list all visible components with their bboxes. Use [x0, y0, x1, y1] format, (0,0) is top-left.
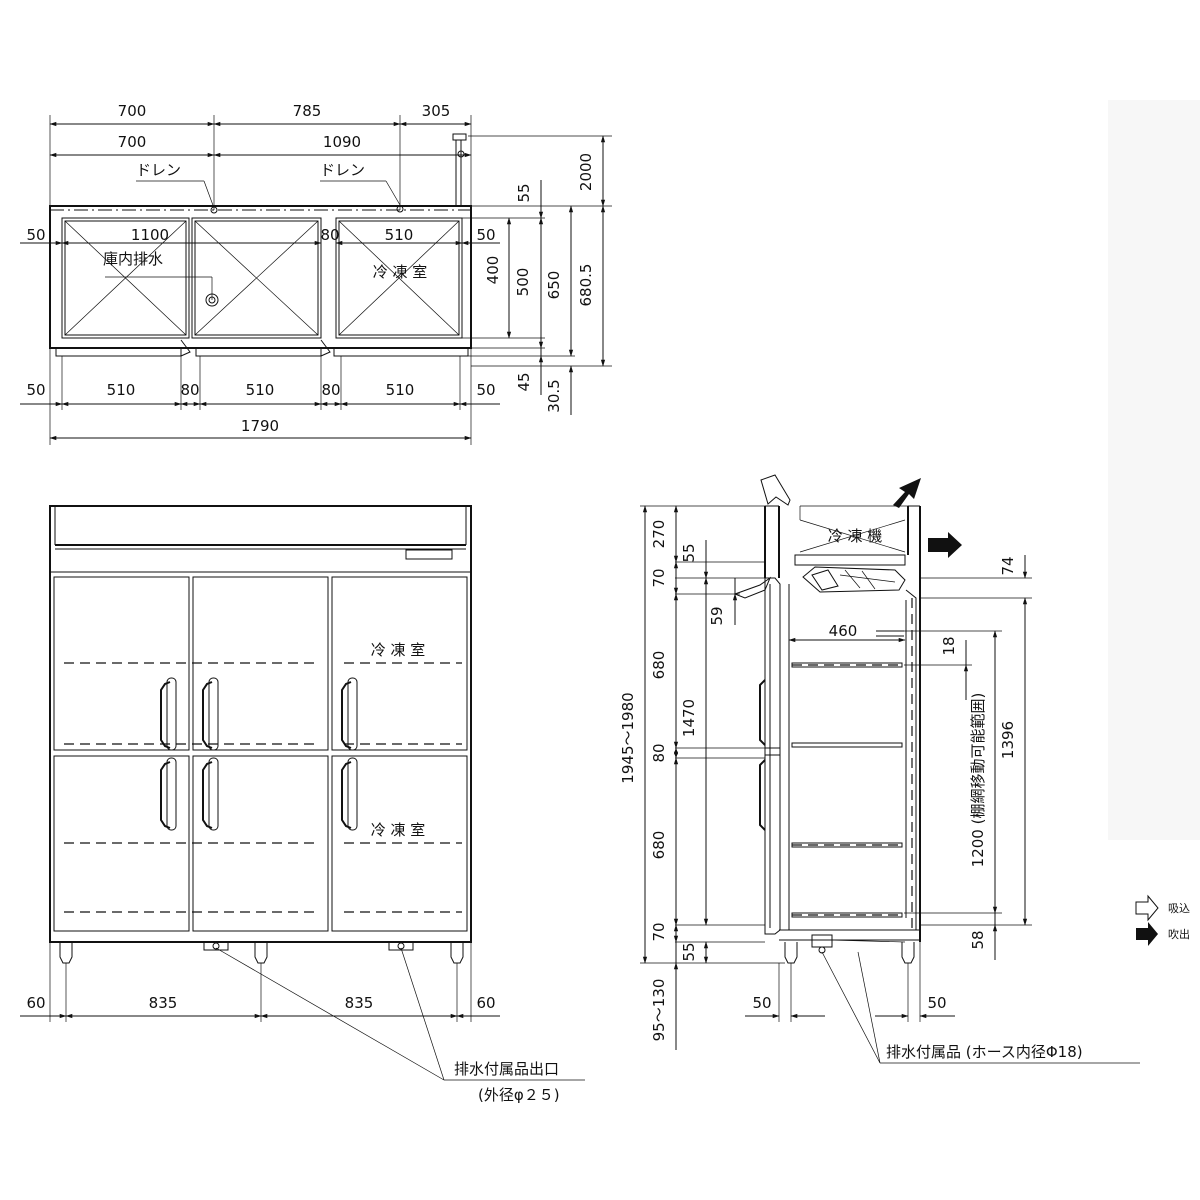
exhaust-arrow-top: [893, 478, 921, 508]
dim-total-1790: 1790: [241, 417, 279, 435]
dim-right-55: 55: [515, 183, 533, 202]
top-view: 700 785 305 700 1090 ドレン ドレン: [20, 102, 612, 445]
dim-second-1090: 1090: [323, 133, 361, 151]
dim-right-500: 500: [514, 268, 532, 297]
dim-inner-1100: 1100: [131, 226, 169, 244]
interior-drain-label: 庫内排水: [103, 250, 163, 268]
dim-side-55-bottom: 55: [680, 942, 698, 961]
door-upper-left: [53, 576, 190, 751]
dim-right-45: 45: [515, 372, 533, 391]
door-lower-left: [53, 755, 190, 932]
drain-accessory-label: 排水付属品 (ホース内径Φ18): [886, 1043, 1083, 1061]
dim-side-1470: 1470: [680, 699, 698, 737]
exhaust-legend-icon: [1136, 922, 1158, 946]
dim-side-bottom-50-left: 50: [752, 994, 771, 1012]
dim-right-400: 400: [484, 256, 502, 285]
door-lower-right: [331, 755, 468, 932]
dim-side-left-50: 50: [26, 226, 45, 244]
evaporator: [802, 566, 906, 593]
dim-bottom-510-b: 510: [246, 381, 275, 399]
dim-right-680-5: 680.5: [577, 264, 595, 307]
intake-legend-icon: [1135, 894, 1159, 922]
dim-side-total-height: 1945～1980: [619, 692, 637, 783]
dim-side-680-bottom: 680: [650, 831, 668, 860]
dim-side-right-50: 50: [476, 226, 495, 244]
dim-side-680-top: 680: [650, 651, 668, 680]
dim-side-leg-range: 95～130: [650, 979, 668, 1042]
dim-bottom-80-b: 80: [321, 381, 340, 399]
drain-point-left: [210, 206, 218, 214]
drain-outlet-spec: (外径φ２５): [478, 1086, 560, 1104]
dim-shelf-460: 460: [829, 622, 858, 640]
exhaust-arrow-right: [928, 532, 962, 558]
background-panel: [1108, 100, 1200, 840]
dim-side-70-bottom: 70: [650, 922, 668, 941]
side-view: 冷 凍 機: [619, 474, 1140, 1064]
control-panel: [405, 549, 453, 560]
dim-side-bottom-50-right: 50: [927, 994, 946, 1012]
drain-point-right: [396, 205, 404, 213]
door-handles: [160, 677, 358, 831]
drain-label-left: ドレン: [136, 161, 181, 179]
front-view: 冷 凍 室 冷 凍 室 6: [20, 505, 585, 1104]
dim-right-inner-510: 510: [385, 226, 414, 244]
legend-intake: 吸込: [1168, 902, 1190, 915]
dim-second-700: 700: [118, 133, 147, 151]
door-upper-right: [331, 576, 468, 751]
dim-side-1396: 1396: [999, 721, 1017, 759]
dim-right-30-5: 30.5: [545, 379, 563, 412]
dim-side-80: 80: [650, 743, 668, 762]
dim-bottom-80-a: 80: [180, 381, 199, 399]
dim-top-700: 700: [118, 102, 147, 120]
intake-arrow: [760, 474, 791, 506]
dim-front-835-left: 835: [149, 994, 178, 1012]
dim-side-270: 270: [650, 520, 668, 549]
dim-front-60-right: 60: [476, 994, 495, 1012]
dim-side-18: 18: [940, 636, 958, 655]
freezer-label-lower: 冷 凍 室: [371, 821, 426, 839]
dim-bottom-510-c: 510: [386, 381, 415, 399]
drain-outlet-label: 排水付属品出口: [454, 1060, 559, 1078]
drain-hose-fitting: [811, 934, 833, 948]
freezer-label-top: 冷 凍 室: [373, 263, 428, 281]
legend-exhaust: 吹出: [1168, 927, 1190, 941]
compressor-label: 冷 凍 機: [828, 527, 883, 545]
drain-label-right: ドレン: [320, 161, 365, 179]
dim-bottom-50-left: 50: [26, 381, 45, 399]
dim-side-55-top: 55: [680, 543, 698, 562]
dim-right-2000: 2000: [577, 153, 595, 191]
dim-bottom-50-right: 50: [476, 381, 495, 399]
freezer-label-upper: 冷 凍 室: [371, 641, 426, 659]
shelves: [791, 630, 904, 918]
dim-right-650: 650: [545, 271, 563, 300]
dim-side-1200-range: 1200 (棚網移動可能範囲): [969, 693, 987, 868]
dim-front-835-right: 835: [345, 994, 374, 1012]
dim-side-59: 59: [708, 606, 726, 625]
dim-front-60-left: 60: [26, 994, 45, 1012]
legend: 吸込 吹出: [1135, 894, 1190, 946]
dim-side-74: 74: [999, 556, 1017, 575]
front-cabinet-outline: [49, 505, 472, 943]
compressor-base: [794, 554, 906, 566]
dim-gap-80: 80: [320, 226, 339, 244]
dim-top-785: 785: [293, 102, 322, 120]
drain-outlet-left: [212, 942, 220, 950]
dim-side-58: 58: [969, 930, 987, 949]
dim-top-305: 305: [422, 102, 451, 120]
dim-bottom-510-a: 510: [107, 381, 136, 399]
dim-side-70-top: 70: [650, 568, 668, 587]
